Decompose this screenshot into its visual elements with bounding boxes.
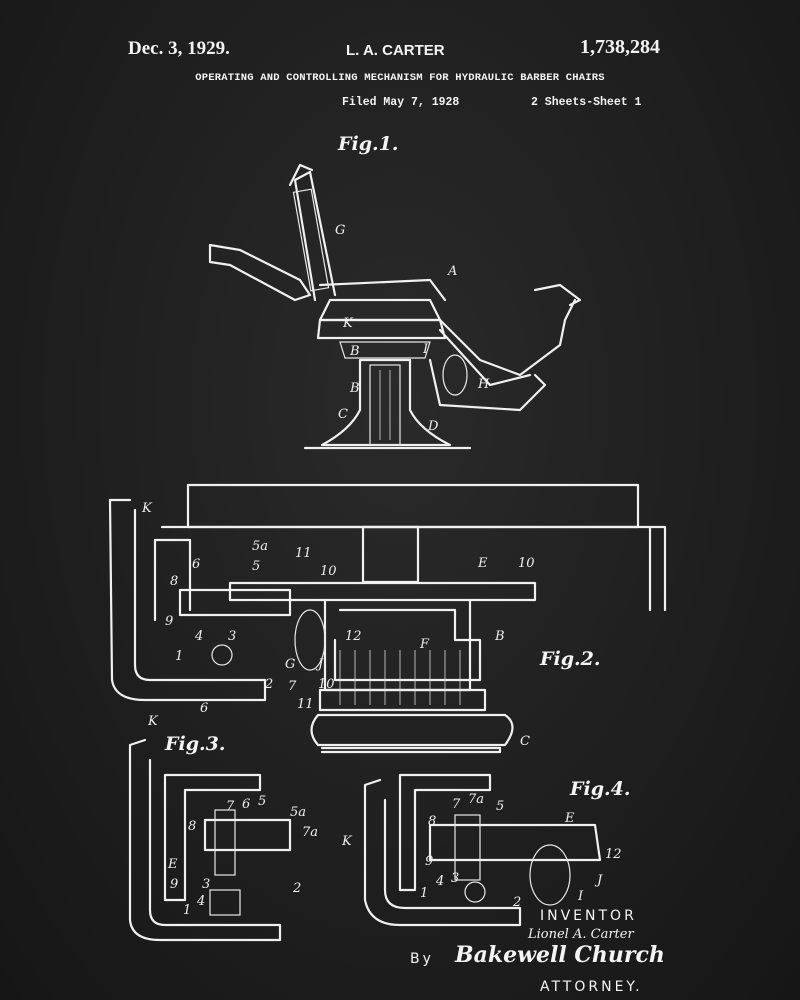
label-fig4-5: 5 <box>496 799 504 814</box>
label-fig2-f: F <box>419 637 430 652</box>
label-fig3-k: K <box>147 714 159 729</box>
inventor-header: L. A. CARTER <box>346 42 445 59</box>
inventor-signature: Lionel A. Carter <box>527 927 634 942</box>
part-labels: G A K B B I H C D K 6 5a 5 11 10 E 10 8 … <box>141 223 622 918</box>
label-fig4-1: 1 <box>420 886 428 901</box>
label-fig2-11-bottom: 11 <box>297 697 314 712</box>
label-fig3-3: 3 <box>202 877 210 892</box>
label-fig1-b-lower: B <box>349 381 360 396</box>
label-fig1-d: D <box>427 419 439 434</box>
label-fig1-c: C <box>338 407 348 422</box>
label-fig2-3: 3 <box>228 629 236 644</box>
label-fig2-6-bottom: 6 <box>200 701 208 716</box>
label-fig2-6-top: 6 <box>192 557 200 572</box>
label-fig3-1: 1 <box>183 903 191 918</box>
attorney-label: ATTORNEY. <box>540 979 643 995</box>
patent-date: Dec. 3, 1929. <box>128 38 230 59</box>
label-fig4-i: I <box>577 889 584 904</box>
label-fig3-5a: 5a <box>290 805 306 820</box>
label-fig2-10-right: 10 <box>518 556 535 571</box>
label-fig2-e: E <box>477 556 488 571</box>
label-fig3-8: 8 <box>188 819 196 834</box>
label-fig4-9: 9 <box>425 854 433 869</box>
signature-block: INVENTOR Lionel A. Carter By Bakewell Ch… <box>410 908 665 995</box>
label-fig4-3: 3 <box>451 871 459 886</box>
label-fig2-11-top: 11 <box>295 546 312 561</box>
label-fig2-7: 7 <box>288 679 297 694</box>
figure-1-title: Fig.1. <box>337 133 398 155</box>
label-fig2-c: C <box>520 734 530 749</box>
attorney-signature: Bakewell Church <box>454 942 665 968</box>
label-fig2-5: 5 <box>252 559 260 574</box>
label-fig3-6: 6 <box>242 797 250 812</box>
label-fig3-5: 5 <box>258 794 266 809</box>
figure-4-side-detail: Fig.4. <box>363 773 630 927</box>
figure-1-barber-chair: Fig.1. <box>208 133 582 450</box>
label-fig2-5a: 5a <box>252 539 268 554</box>
label-fig2-j: J <box>315 657 324 672</box>
patent-number: 1,738,284 <box>580 36 660 58</box>
patent-title: OPERATING AND CONTROLLING MECHANISM FOR … <box>195 72 605 84</box>
label-fig4-12: 12 <box>605 847 622 862</box>
label-fig2-10-bottom: 10 <box>318 677 335 692</box>
label-fig1-k: K <box>342 316 354 331</box>
label-fig4-2: 2 <box>512 895 521 910</box>
label-fig4-4: 4 <box>435 874 444 889</box>
label-fig2-12: 12 <box>345 629 362 644</box>
inventor-label: INVENTOR <box>540 908 637 924</box>
sheet-count: 2 Sheets-Sheet 1 <box>531 96 642 109</box>
label-fig3-e: E <box>167 857 178 872</box>
label-fig2-1: 1 <box>175 649 183 664</box>
label-fig1-a: A <box>447 264 457 279</box>
by-label: By <box>410 951 434 967</box>
pump-cylinder-ribs <box>339 650 461 705</box>
label-fig2-k: K <box>141 501 153 516</box>
label-fig4-7: 7 <box>452 797 461 812</box>
label-fig3-9: 9 <box>170 877 178 892</box>
label-fig4-e: E <box>564 811 575 826</box>
label-fig2-10: 10 <box>320 564 337 579</box>
label-fig4-k: K <box>341 834 353 849</box>
figure-2-seat-section: Fig.2. <box>108 483 667 754</box>
label-fig2-b: B <box>494 629 505 644</box>
label-fig1-i: I <box>422 342 429 357</box>
figure-2-title: Fig.2. <box>539 648 600 670</box>
label-fig3-2: 2 <box>292 881 301 896</box>
label-fig4-8: 8 <box>428 814 436 829</box>
label-fig3-4: 4 <box>196 894 205 909</box>
label-fig2-4: 4 <box>194 629 203 644</box>
figure-3-title: Fig.3. <box>164 733 225 755</box>
label-fig2-9: 9 <box>165 614 173 629</box>
figure-3-side-detail: Fig.3. <box>128 733 292 942</box>
label-fig4-7a: 7a <box>468 792 484 807</box>
label-fig1-b-upper: B <box>349 344 360 359</box>
label-fig2-2: 2 <box>264 677 273 692</box>
label-fig3-7a: 7a <box>302 825 318 840</box>
label-fig4-j: J <box>594 873 603 888</box>
label-fig1-g: G <box>335 223 345 238</box>
label-fig1-h: H <box>477 377 490 392</box>
filed-date: Filed May 7, 1928 <box>342 96 460 109</box>
label-fig2-8: 8 <box>170 574 178 589</box>
label-fig2-g: G <box>285 657 295 672</box>
figure-4-title: Fig.4. <box>569 778 630 800</box>
label-fig3-7: 7 <box>226 799 235 814</box>
